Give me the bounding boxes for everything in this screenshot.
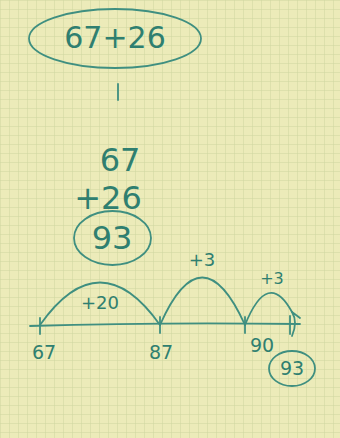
handwritten-number: 67 xyxy=(100,144,141,176)
tick-mark xyxy=(289,316,291,334)
handwritten-number: 67 xyxy=(32,343,56,362)
handwritten-number: +3 xyxy=(260,271,284,287)
jump-arc xyxy=(245,293,292,325)
pen-circle xyxy=(29,9,201,68)
arc-hook xyxy=(292,312,300,336)
circled-number: 93 xyxy=(267,349,317,388)
pen-circle xyxy=(269,351,315,386)
handwritten-number: +20 xyxy=(81,294,119,312)
tick-mark xyxy=(39,318,41,334)
handwritten-number: 87 xyxy=(149,343,173,362)
handwritten-number: +3 xyxy=(189,251,216,269)
jump-arc xyxy=(160,278,245,326)
handwritten-number: 67+26 xyxy=(64,23,165,53)
handwritten-number: +26 xyxy=(74,182,142,214)
number-line xyxy=(30,323,300,326)
circled-number: 93 xyxy=(72,209,153,267)
handwritten-number: 90 xyxy=(250,336,274,355)
pen-mark xyxy=(117,84,119,100)
pen-circle xyxy=(74,211,151,265)
circled-number: 67+26 xyxy=(27,7,203,70)
handwritten-number: 93 xyxy=(92,222,133,254)
handwritten-number: 93 xyxy=(280,359,304,378)
jump-arc xyxy=(40,283,160,326)
